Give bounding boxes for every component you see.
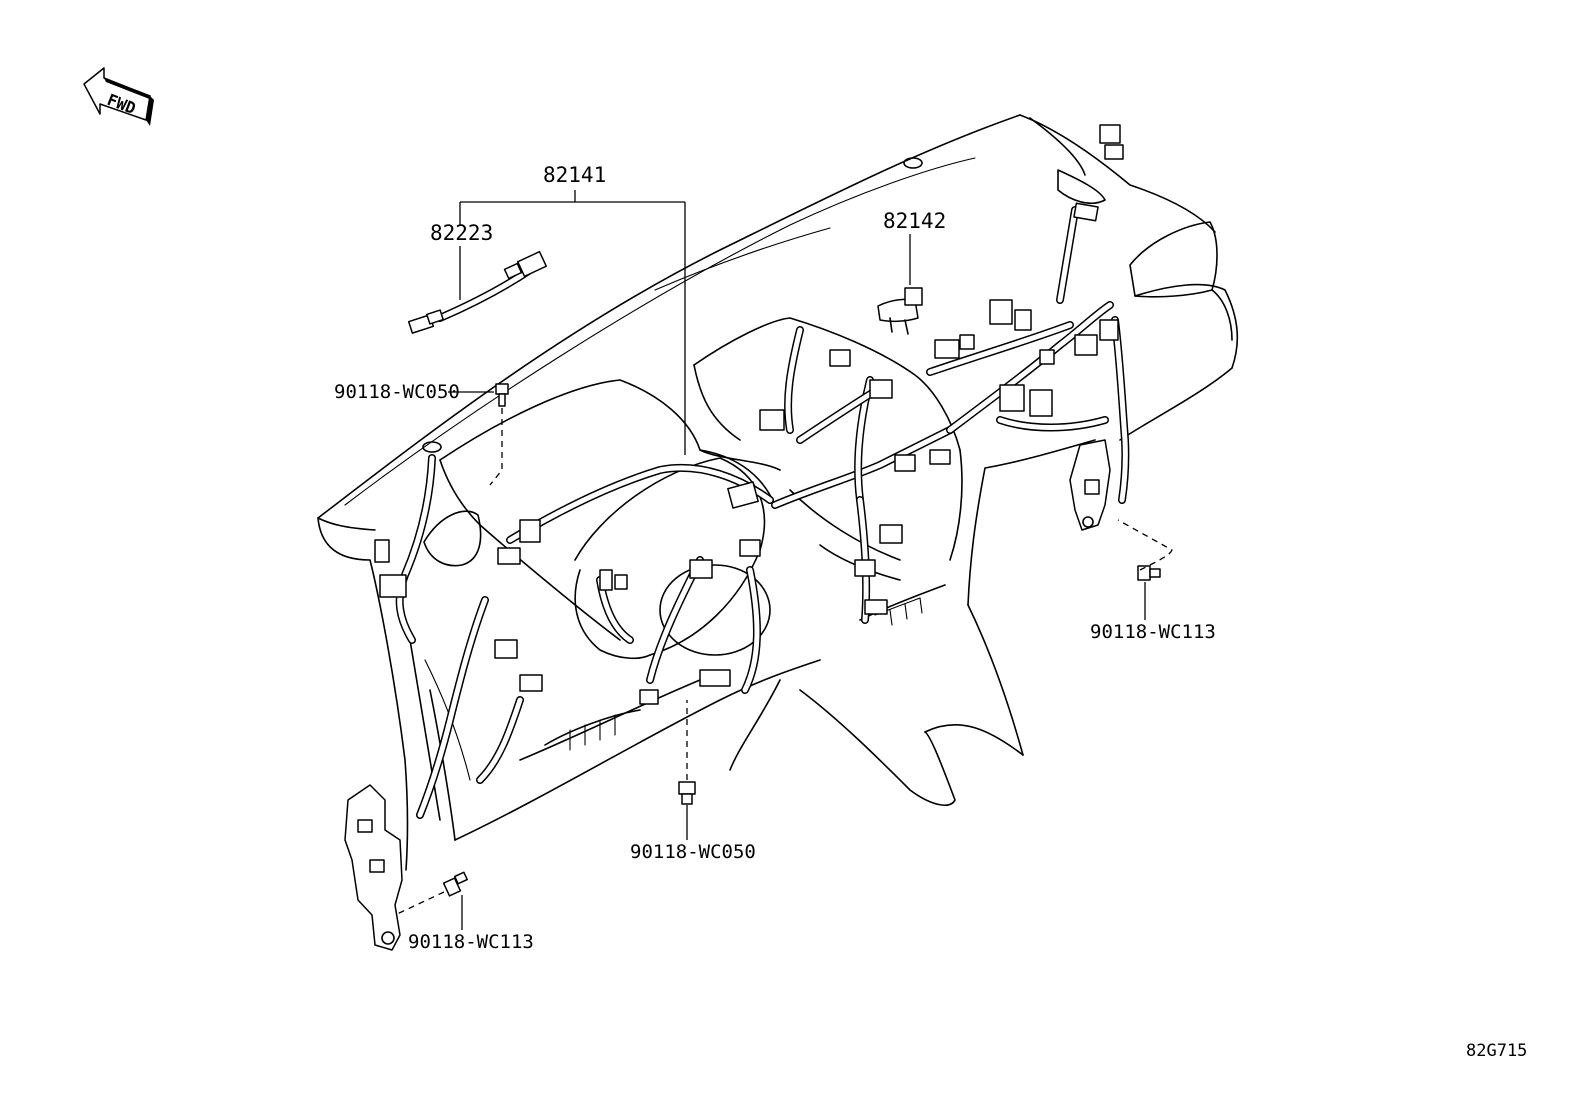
callout-bolt-lower-center: 90118-WC050 <box>630 841 756 863</box>
callout-82223: 82223 <box>430 221 493 245</box>
bolt-lower-center-icon <box>678 781 696 805</box>
fwd-arrow: FWD <box>83 67 154 126</box>
figure-code: 82G715 <box>1466 1041 1527 1061</box>
bolt-upper-left-icon <box>495 383 509 407</box>
callout-82141: 82141 <box>543 163 606 187</box>
callout-bolt-upper-left: 90118-WC050 <box>334 381 460 403</box>
bolt-right-icon <box>1137 565 1161 581</box>
install-lines <box>394 408 1173 916</box>
callout-labels: 82141 82223 82142 90118-WC050 90118-WC05… <box>334 163 1216 953</box>
bolts <box>442 383 1161 897</box>
connectors <box>374 124 1124 705</box>
callout-82142: 82142 <box>883 209 946 233</box>
leaders <box>448 190 1146 930</box>
callout-bolt-lower-left: 90118-WC113 <box>408 931 534 953</box>
bolt-lower-left-icon <box>442 871 468 897</box>
side-brackets <box>344 439 1111 951</box>
wire-harness <box>395 206 1130 819</box>
callout-bolt-right: 90118-WC113 <box>1090 621 1216 643</box>
